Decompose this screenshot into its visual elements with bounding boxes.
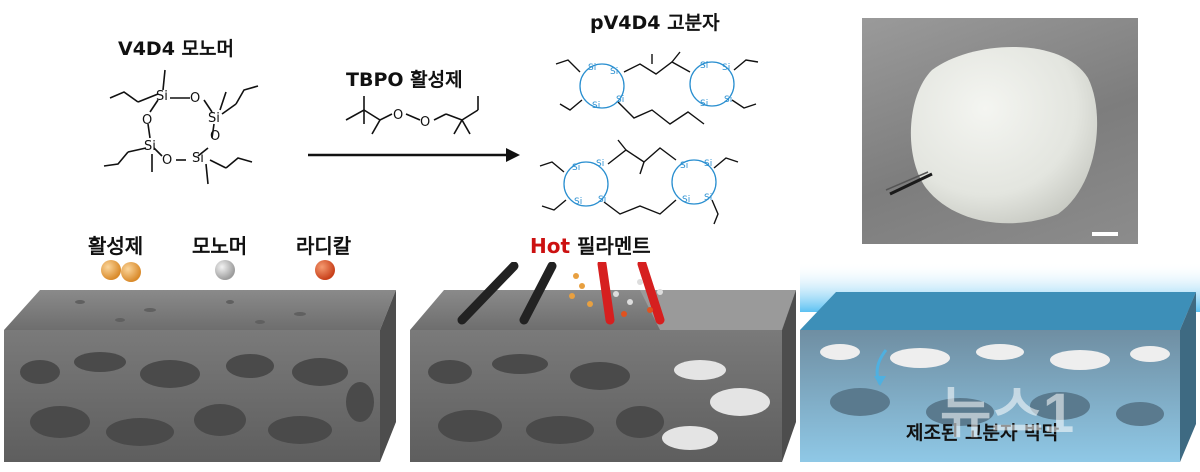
svg-text:Si: Si: [598, 195, 606, 205]
photo-of-film: [862, 18, 1138, 244]
initiator-sphere-icon: [101, 260, 121, 280]
scale-bar-icon: [1092, 232, 1118, 236]
panel-coated-film: [800, 262, 1200, 462]
svg-text:Si: Si: [680, 161, 688, 171]
reaction-arrow-icon: [308, 148, 520, 162]
svg-text:Si: Si: [574, 197, 582, 207]
radical-sphere-icon: [315, 260, 335, 280]
polymer-film: [910, 46, 1098, 224]
hot-word: Hot: [530, 234, 571, 258]
cold-filament-icon: [519, 262, 557, 325]
cold-filament-icon: [457, 262, 519, 325]
watermark-logo: 뉴스1: [940, 381, 1075, 444]
hot-filament-icon: [637, 262, 665, 325]
initiator-sphere-icon: [121, 262, 141, 282]
pv4d4-polymer-structure: [563, 61, 735, 207]
film-caption: 제조된 고분자 박막: [906, 422, 1060, 444]
svg-text:Si: Si: [610, 67, 618, 77]
o-label: O: [142, 113, 152, 128]
o-label: O: [190, 91, 200, 106]
polymer-si-labels: Si Si Si Si Si Si Si Si Si Si Si Si Si S…: [572, 61, 732, 207]
panel-hot-filament: [410, 262, 796, 462]
polymer-title: pV4D4 고분자: [590, 12, 720, 34]
chemistry-diagram: Si O Si O Si O Si O O O: [103, 51, 759, 225]
o-label: O: [210, 129, 220, 144]
legend-radical-label: 라디칼: [296, 234, 352, 258]
svg-text:Si: Si: [722, 63, 730, 73]
monomer-sphere-icon: [215, 260, 235, 280]
si-label: Si: [156, 89, 168, 104]
hot-filament-icon: [597, 262, 615, 325]
particles: [569, 273, 663, 317]
pores: [20, 352, 374, 446]
svg-text:Si: Si: [596, 159, 604, 169]
svg-text:Si: Si: [592, 101, 600, 111]
polymer-backbone: [539, 51, 759, 225]
o-label: O: [162, 153, 172, 168]
si-label: Si: [208, 111, 220, 126]
film-sample-photo: [885, 46, 1118, 236]
initiator-title: TBPO 활성제: [346, 69, 463, 91]
legend-monomer-label: 모노머: [192, 234, 248, 258]
legend-initiator-label: 활성제: [88, 234, 144, 258]
tweezer: [889, 172, 933, 196]
tbpo-structure: [345, 96, 479, 135]
svg-text:Si: Si: [572, 163, 580, 173]
si-label: Si: [192, 151, 204, 166]
svg-text:Si: Si: [704, 193, 712, 203]
svg-text:Si: Si: [700, 61, 708, 71]
svg-text:Si: Si: [724, 95, 732, 105]
filament-word: 필라멘트: [577, 234, 651, 258]
svg-text:Si: Si: [704, 159, 712, 169]
svg-text:Si: Si: [682, 195, 690, 205]
svg-text:Si: Si: [616, 95, 624, 105]
v4d4-monomer-structure: [103, 69, 259, 185]
hot-filament-label: Hot 필라멘트: [530, 230, 651, 259]
process-panels: [4, 262, 1200, 462]
si-label: Si: [144, 139, 156, 154]
svg-text:Si: Si: [700, 99, 708, 109]
o-label: O: [420, 115, 430, 130]
panel-monomer-vapor: [4, 290, 396, 462]
o-label: O: [393, 108, 403, 123]
monomer-title: V4D4 모노머: [118, 38, 234, 60]
svg-text:Si: Si: [588, 63, 596, 73]
legend-spheres: [101, 260, 335, 282]
